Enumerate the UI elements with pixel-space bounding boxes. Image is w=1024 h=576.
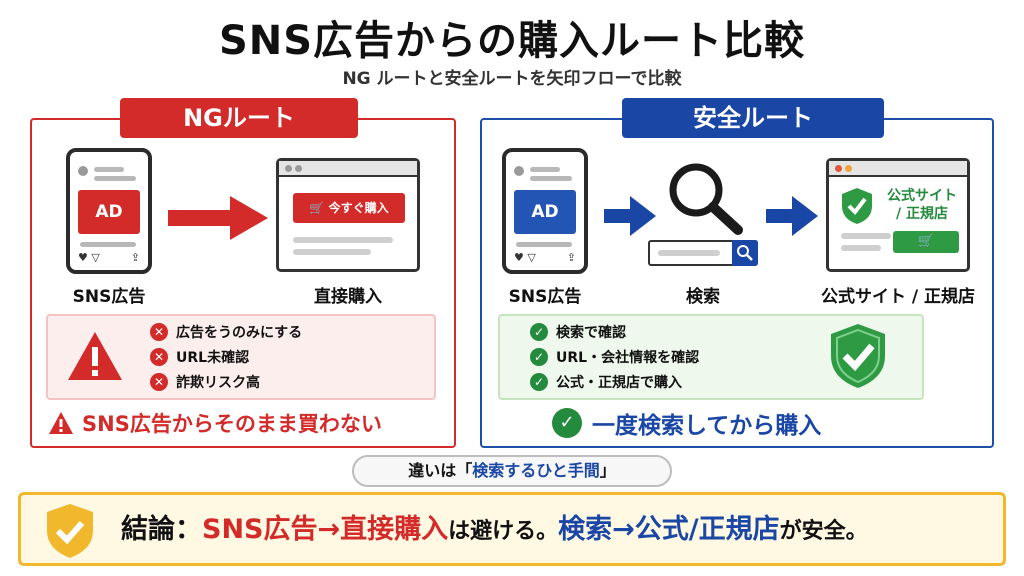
x-icon: ✕ xyxy=(150,348,168,366)
ng-shop-browser: 🛒 今すぐ購入 xyxy=(276,158,420,272)
difference-pill: 違いは「検索するひと手間」 xyxy=(352,455,672,487)
ng-risk-box xyxy=(46,314,436,400)
ng-step2-label: 直接購入 xyxy=(314,287,382,307)
check-icon: ✓ xyxy=(530,348,548,366)
risk-item: ✕URL未確認 xyxy=(150,347,249,367)
page-subtitle: NG ルートと安全ルートを矢印フローで比較 xyxy=(342,69,682,89)
search-button-icon xyxy=(732,240,758,266)
risk-item: ✕広告をうのみにする xyxy=(150,322,302,342)
shield-check-icon xyxy=(842,188,872,224)
ng-phone-icon: AD ♥ ▽⇪ xyxy=(66,148,152,274)
check-icon: ✓ xyxy=(530,323,548,341)
risk-item: ✕詐欺リスク高 xyxy=(150,372,260,392)
ng-step1-label: SNS広告 xyxy=(72,287,146,307)
safe-arrow-icon xyxy=(766,196,818,236)
check-icon: ✓ xyxy=(530,373,548,391)
warning-icon xyxy=(68,332,122,380)
x-icon: ✕ xyxy=(150,323,168,341)
safe-step1-label: SNS広告 xyxy=(508,287,582,307)
safe-route-message: ✓ 一度検索してから購入 xyxy=(552,406,821,440)
ng-arrow-icon xyxy=(168,196,268,240)
search-bar xyxy=(648,240,758,266)
safe-arrow-icon xyxy=(604,196,656,236)
safe-route-tab: 安全ルート xyxy=(622,98,884,138)
cart-icon: 🛒 xyxy=(309,201,325,215)
safe-step3-label: 公式サイト / 正規店 xyxy=(820,287,976,307)
warning-small-icon xyxy=(49,412,73,434)
ng-warning-message: SNS広告からそのまま買わない xyxy=(48,408,382,438)
ng-ad-badge: AD xyxy=(78,190,140,234)
page-title: SNS広告からの購入ルート比較 xyxy=(218,18,806,64)
x-icon: ✕ xyxy=(150,373,168,391)
check-circle-icon: ✓ xyxy=(552,408,582,438)
conclusion-text: 結論：SNS広告→直接購入は避ける。検索→公式/正規店が安全。 xyxy=(121,514,868,545)
buy-now-button: 🛒 今すぐ購入 xyxy=(293,193,405,223)
conclusion-banner: 結論：SNS広告→直接購入は避ける。検索→公式/正規店が安全。 xyxy=(18,492,1006,566)
official-site-text: 公式サイト / 正規店 xyxy=(887,188,957,222)
cart-button-icon: 🛒 xyxy=(893,231,959,253)
check-item: ✓検索で確認 xyxy=(530,322,626,342)
official-site-browser: 公式サイト / 正規店 🛒 xyxy=(826,158,970,272)
check-item: ✓URL・会社情報を確認 xyxy=(530,347,699,367)
safe-ad-badge: AD xyxy=(514,190,576,234)
shield-check-large-icon xyxy=(831,324,885,388)
ng-route-tab: NGルート xyxy=(120,98,358,138)
safe-step2-label: 検索 xyxy=(686,287,720,307)
shield-check-gold-icon xyxy=(47,504,93,558)
magnifier-icon xyxy=(669,163,743,235)
check-item: ✓公式・正規店で購入 xyxy=(530,372,682,392)
safe-phone-icon: AD ♥ ▽⇪ xyxy=(502,148,588,274)
